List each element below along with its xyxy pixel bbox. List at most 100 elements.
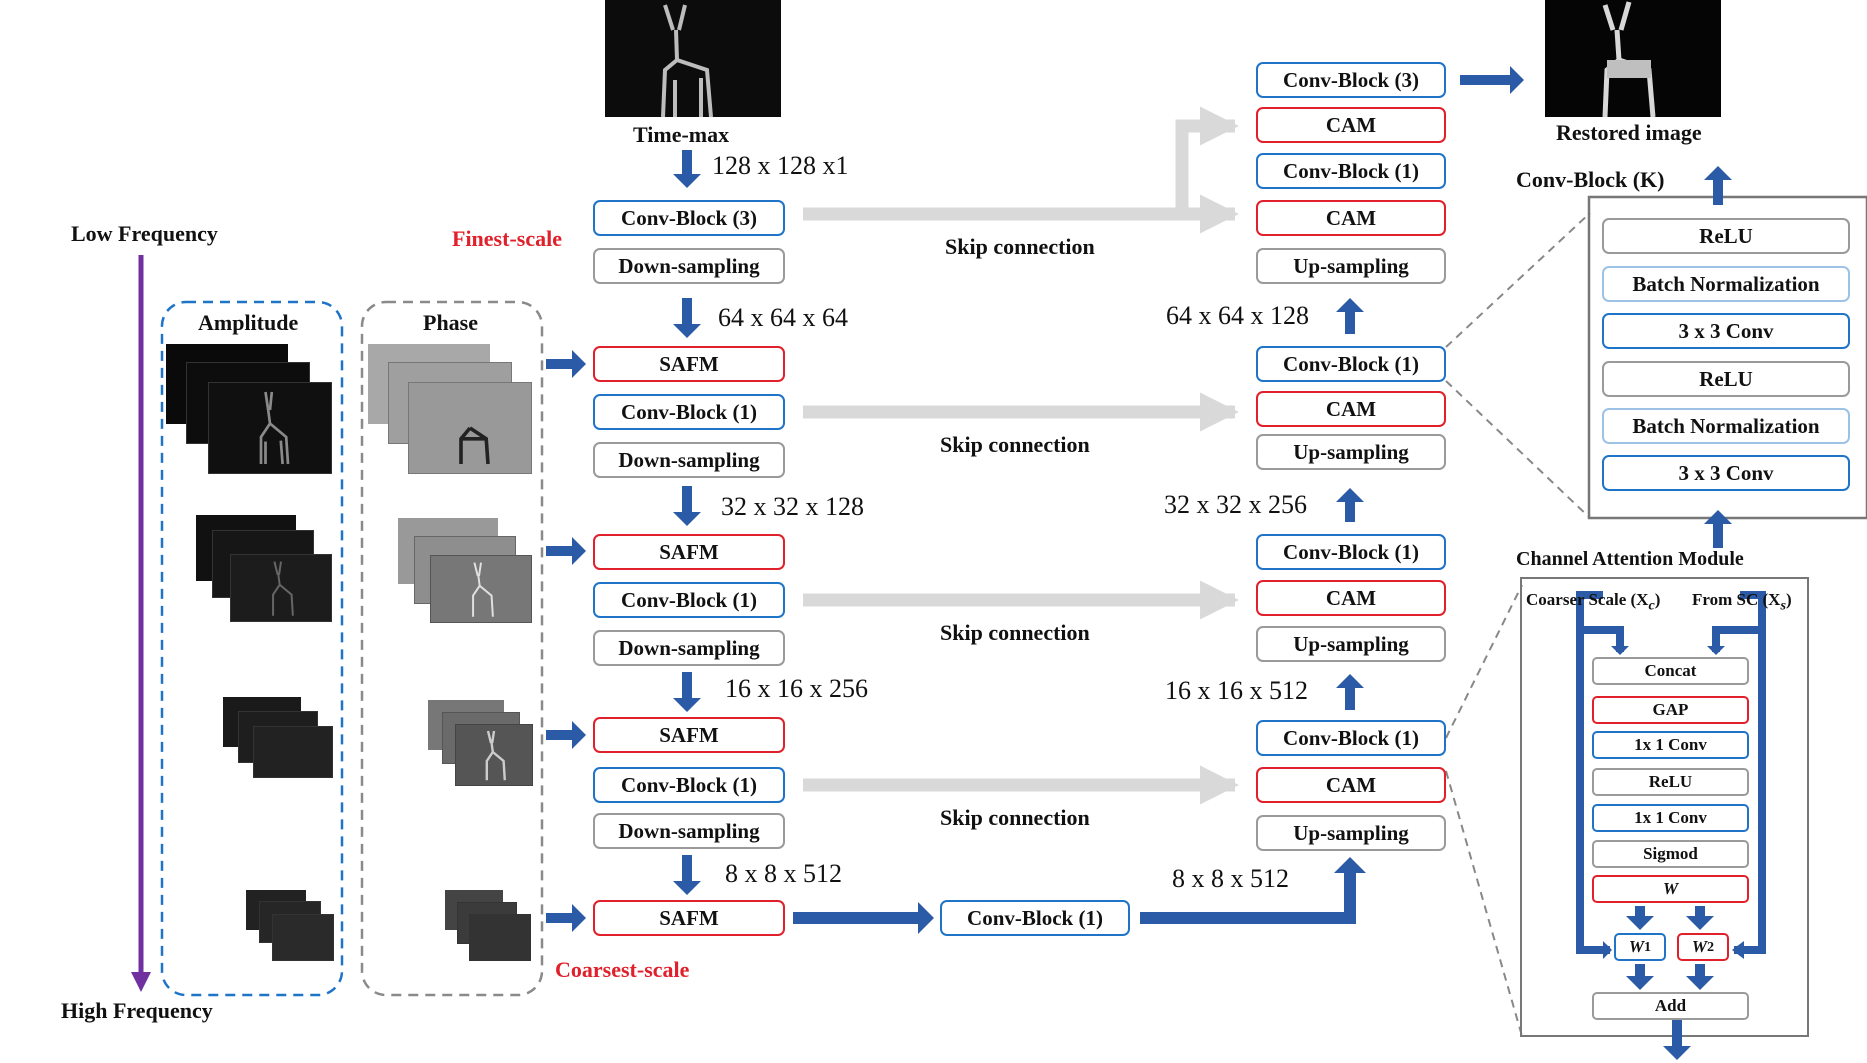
encoder-dim-4: 8 x 8 x 512 bbox=[725, 859, 842, 888]
deer-image bbox=[455, 724, 533, 786]
flow-arrow-line bbox=[1580, 626, 1624, 652]
flow-arrow-head bbox=[673, 698, 701, 712]
deer-image bbox=[208, 382, 332, 474]
flow-arrow-head bbox=[1707, 646, 1725, 655]
encoder-conv-block-4: Conv-Block (1) bbox=[593, 767, 785, 803]
input-dim: 128 x 128 x1 bbox=[712, 151, 849, 180]
skip-connection-arrows bbox=[803, 106, 1239, 805]
finest-scale-label: Finest-scale bbox=[452, 226, 562, 251]
cam-input-from-sc: From SC (Xs) bbox=[1692, 590, 1792, 614]
conv-detail-batch-norm-2: Batch Normalization bbox=[1602, 408, 1850, 444]
decoder-conv-block-3: Conv-Block (3) bbox=[1256, 62, 1446, 98]
amplitude-title: Amplitude bbox=[198, 310, 299, 335]
restored-image-label: Restored image bbox=[1556, 120, 1702, 145]
flow-arrow-head bbox=[1334, 857, 1366, 873]
flow-arrow-head bbox=[1336, 674, 1364, 688]
decoder-up-sampling-1: Up-sampling bbox=[1256, 434, 1446, 470]
amplitude-panel bbox=[160, 300, 344, 997]
flow-arrow-head bbox=[1704, 166, 1732, 180]
skip-connection-label-3: Skip connection bbox=[940, 620, 1090, 645]
cam-detail-frame bbox=[1520, 577, 1809, 1037]
encoder-down-sampling-4: Down-sampling bbox=[593, 813, 785, 849]
flow-arrow-head bbox=[673, 174, 701, 188]
skip-connection-label-4: Skip connection bbox=[940, 805, 1090, 830]
cam-relu: ReLU bbox=[1592, 768, 1749, 796]
encoder-conv-block-3b: Conv-Block (1) bbox=[593, 582, 785, 618]
flow-arrow-line bbox=[1140, 872, 1356, 924]
decoder-conv-block-top: Conv-Block (1) bbox=[1256, 153, 1446, 189]
flow-arrow-head bbox=[673, 324, 701, 338]
decoder-conv-block-2: Conv-Block (1) bbox=[1256, 534, 1446, 570]
deer-image bbox=[230, 554, 332, 622]
decoder-cam-1: CAM bbox=[1256, 391, 1446, 427]
decoder-cam-top-a: CAM bbox=[1256, 107, 1446, 143]
low-frequency-label: Low Frequency bbox=[71, 221, 218, 246]
coarsest-scale-label: Coarsest-scale bbox=[555, 957, 690, 982]
conv-detail-batch-norm-1: Batch Normalization bbox=[1602, 266, 1850, 302]
encoder-down-sampling-2: Down-sampling bbox=[593, 442, 785, 478]
flow-arrow-head bbox=[918, 902, 934, 934]
flow-arrow-line bbox=[1734, 591, 1766, 954]
decoder-cam-3: CAM bbox=[1256, 767, 1446, 803]
decoder-cam-2: CAM bbox=[1256, 580, 1446, 616]
conv-detail-relu-1: ReLU bbox=[1602, 218, 1850, 254]
cam-input-coarser: Coarser Scale (Xc) bbox=[1526, 590, 1661, 614]
flow-arrow-head bbox=[572, 537, 586, 565]
deer-image bbox=[408, 382, 532, 474]
flow-arrow-head bbox=[1732, 941, 1744, 959]
flow-arrow-head bbox=[1603, 941, 1612, 959]
bottleneck-dim: 8 x 8 x 512 bbox=[1172, 864, 1289, 893]
cam-detail-title: Channel Attention Module bbox=[1516, 548, 1744, 570]
blue-flow-arrows bbox=[546, 66, 1766, 1060]
conv-detail-relu-2: ReLU bbox=[1602, 361, 1850, 397]
encoder-conv-block-3: Conv-Block (3) bbox=[593, 200, 785, 236]
flow-arrow-head bbox=[1663, 1046, 1691, 1060]
flow-arrow-head bbox=[572, 721, 586, 749]
decoder-up-sampling-3: Up-sampling bbox=[1256, 815, 1446, 851]
decoder-conv-block-1: Conv-Block (1) bbox=[1256, 346, 1446, 382]
decoder-dim-3: 16 x 16 x 512 bbox=[1165, 676, 1308, 705]
flow-arrow-head bbox=[1336, 488, 1364, 502]
frequency-axis bbox=[131, 255, 151, 992]
flow-arrow-head bbox=[673, 881, 701, 895]
decoder-dim-1: 64 x 64 x 128 bbox=[1166, 301, 1309, 330]
skip-connection-label-2: Skip connection bbox=[940, 432, 1090, 457]
encoder-down-sampling-3: Down-sampling bbox=[593, 630, 785, 666]
cam-concat: Concat bbox=[1592, 657, 1749, 685]
flow-arrow-line bbox=[1712, 626, 1762, 652]
encoder-down-sampling-1: Down-sampling bbox=[593, 248, 785, 284]
encoder-dim-1: 64 x 64 x 64 bbox=[718, 303, 848, 332]
decoder-conv-block-3b: Conv-Block (1) bbox=[1256, 720, 1446, 756]
encoder-dim-2: 32 x 32 x 128 bbox=[721, 492, 864, 521]
skip-connection-label-1: Skip connection bbox=[945, 234, 1095, 259]
conv-block-detail-title: Conv-Block (K) bbox=[1516, 167, 1665, 192]
flow-arrow-head bbox=[1704, 510, 1732, 524]
flow-arrow-head bbox=[1626, 976, 1654, 990]
cam-1x1-conv-1: 1x 1 Conv bbox=[1592, 731, 1749, 759]
encoder-safm-2: SAFM bbox=[593, 346, 785, 382]
phase-title: Phase bbox=[423, 310, 478, 335]
conv-detail-3x3-conv-2: 3 x 3 Conv bbox=[1602, 455, 1850, 491]
flow-arrow-head bbox=[1686, 916, 1714, 930]
flow-arrow-head bbox=[1336, 298, 1364, 312]
zoom-lines bbox=[1445, 212, 1591, 1037]
cam-gap: GAP bbox=[1592, 696, 1749, 724]
flow-arrow-head bbox=[1611, 646, 1629, 655]
flow-arrow-head bbox=[1686, 976, 1714, 990]
flow-arrow-head bbox=[572, 904, 586, 932]
cam-w: W bbox=[1592, 875, 1749, 903]
encoder-dim-3: 16 x 16 x 256 bbox=[725, 674, 868, 703]
deer-image bbox=[430, 555, 532, 623]
phase-panel bbox=[360, 300, 544, 997]
decoder-up-sampling-2: Up-sampling bbox=[1256, 626, 1446, 662]
encoder-safm-3: SAFM bbox=[593, 534, 785, 570]
decoder-cam-top-b: CAM bbox=[1256, 200, 1446, 236]
flow-arrow-head bbox=[673, 512, 701, 526]
conv-detail-3x3-conv-1: 3 x 3 Conv bbox=[1602, 313, 1850, 349]
high-frequency-label: High Frequency bbox=[61, 998, 213, 1023]
flow-arrow-line bbox=[1576, 591, 1610, 954]
cam-add: Add bbox=[1592, 992, 1749, 1020]
